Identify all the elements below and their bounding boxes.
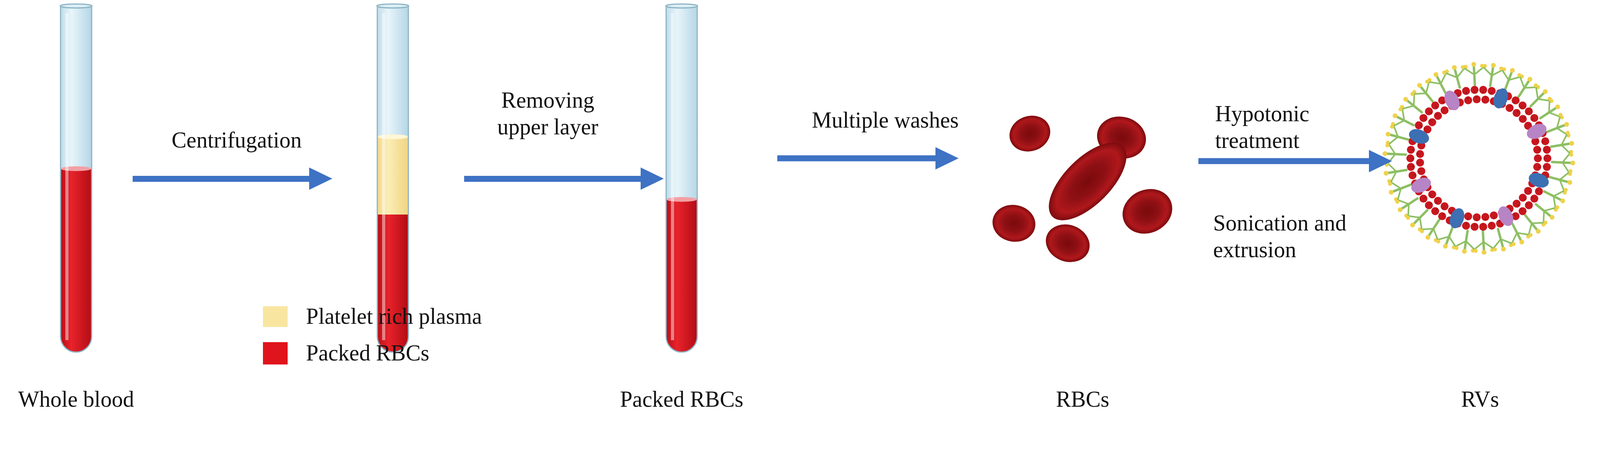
tube-stage: Packed RBCs (665, 5, 699, 354)
stage-label: Packed RBCs (619, 385, 744, 413)
process-arrow (464, 167, 664, 190)
stage-label: Whole blood (18, 385, 135, 413)
process-arrow (777, 147, 959, 170)
tube-stage: Whole blood (59, 5, 93, 354)
stage-label: RBCs (1056, 385, 1110, 413)
process-arrow (132, 167, 333, 190)
test-tube (665, 3, 698, 352)
vesicle-stage: RVs (1382, 59, 1578, 257)
legend-text: Packed RBCs (305, 339, 430, 367)
step-label: Multiple washes (781, 106, 989, 134)
step-label: Removing upper layer (482, 86, 614, 141)
step-label: Hypotonic treatment (1215, 100, 1383, 154)
test-tube (60, 3, 93, 352)
step-label: Centrifugation (137, 126, 337, 154)
stage-label: RVs (1460, 385, 1499, 413)
vesicle (1382, 61, 1575, 255)
cells-stage: RBCs (992, 113, 1174, 259)
process-arrow (1198, 149, 1393, 173)
legend-text: Platelet rich plasma (305, 302, 483, 330)
test-tube (376, 3, 409, 352)
red-blood-cells (989, 109, 1180, 269)
legend-swatch (262, 305, 288, 327)
legend-swatch (262, 341, 288, 365)
step-label: Sonication and extrusion (1213, 209, 1413, 263)
